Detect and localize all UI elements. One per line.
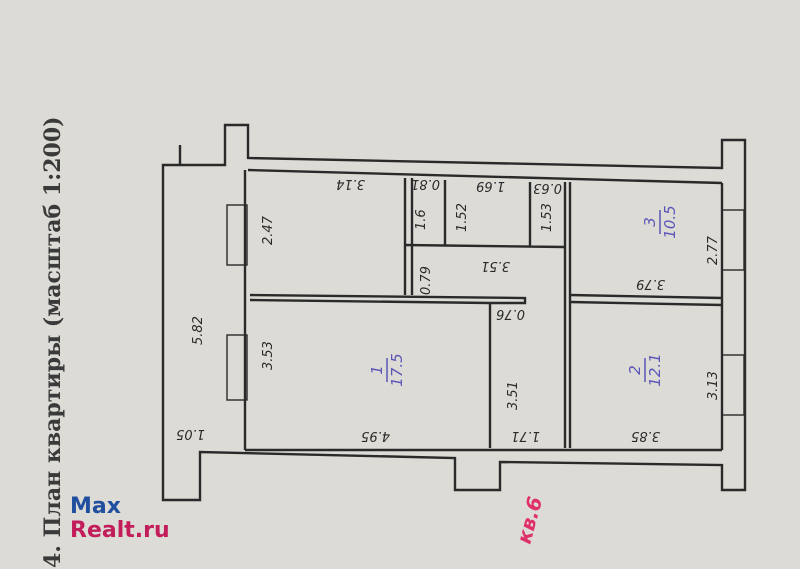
watermark-logo: Max [70,494,121,519]
dim-label: 2.77 [706,235,721,265]
dim-label: 1.52 [455,203,470,232]
room-number: 3 [641,217,659,227]
dim-label: 3.53 [261,341,276,370]
room-3-label: 3 10.5 [641,205,679,238]
dim-label: 0.79 [419,266,434,295]
room-area: 12.1 [646,353,664,386]
flat-label: кв.6 [512,494,548,546]
dimension-labels: 3.14 2.47 0.81 1.6 1.69 1.52 0.63 1.53 3… [176,176,721,443]
dim-label: 3.79 [636,276,665,291]
walls [161,123,747,502]
dim-label: 3.85 [631,428,660,443]
dim-label: 3.51 [481,258,510,273]
room-1-label: 1 17.5 [368,353,406,386]
dim-label: 4.95 [361,428,390,443]
room-2-label: 2 12.1 [626,353,664,386]
dim-label: 3.13 [706,371,721,400]
room-area: 10.5 [661,205,679,238]
dim-label: 1.6 [414,209,429,230]
dim-label: 2.47 [261,215,276,245]
dim-label: 1.69 [476,178,505,193]
watermark-logo: Realt.ru [70,518,170,543]
dim-label: 5.82 [191,316,206,345]
dim-label: 1.53 [540,203,555,232]
dim-label: 3.14 [336,176,365,191]
plan-title: 4. План квартиры (масштаб 1:200) [40,116,66,568]
room-number: 2 [626,365,644,375]
room-area: 17.5 [388,353,406,386]
dim-label: 0.63 [533,180,562,195]
dim-label: 3.51 [506,381,521,410]
dim-label: 0.81 [411,176,440,191]
dim-label: 1.05 [176,426,205,441]
room-number: 1 [368,365,386,375]
dim-label: 1.71 [511,428,540,443]
dim-label: 0.76 [496,306,525,321]
